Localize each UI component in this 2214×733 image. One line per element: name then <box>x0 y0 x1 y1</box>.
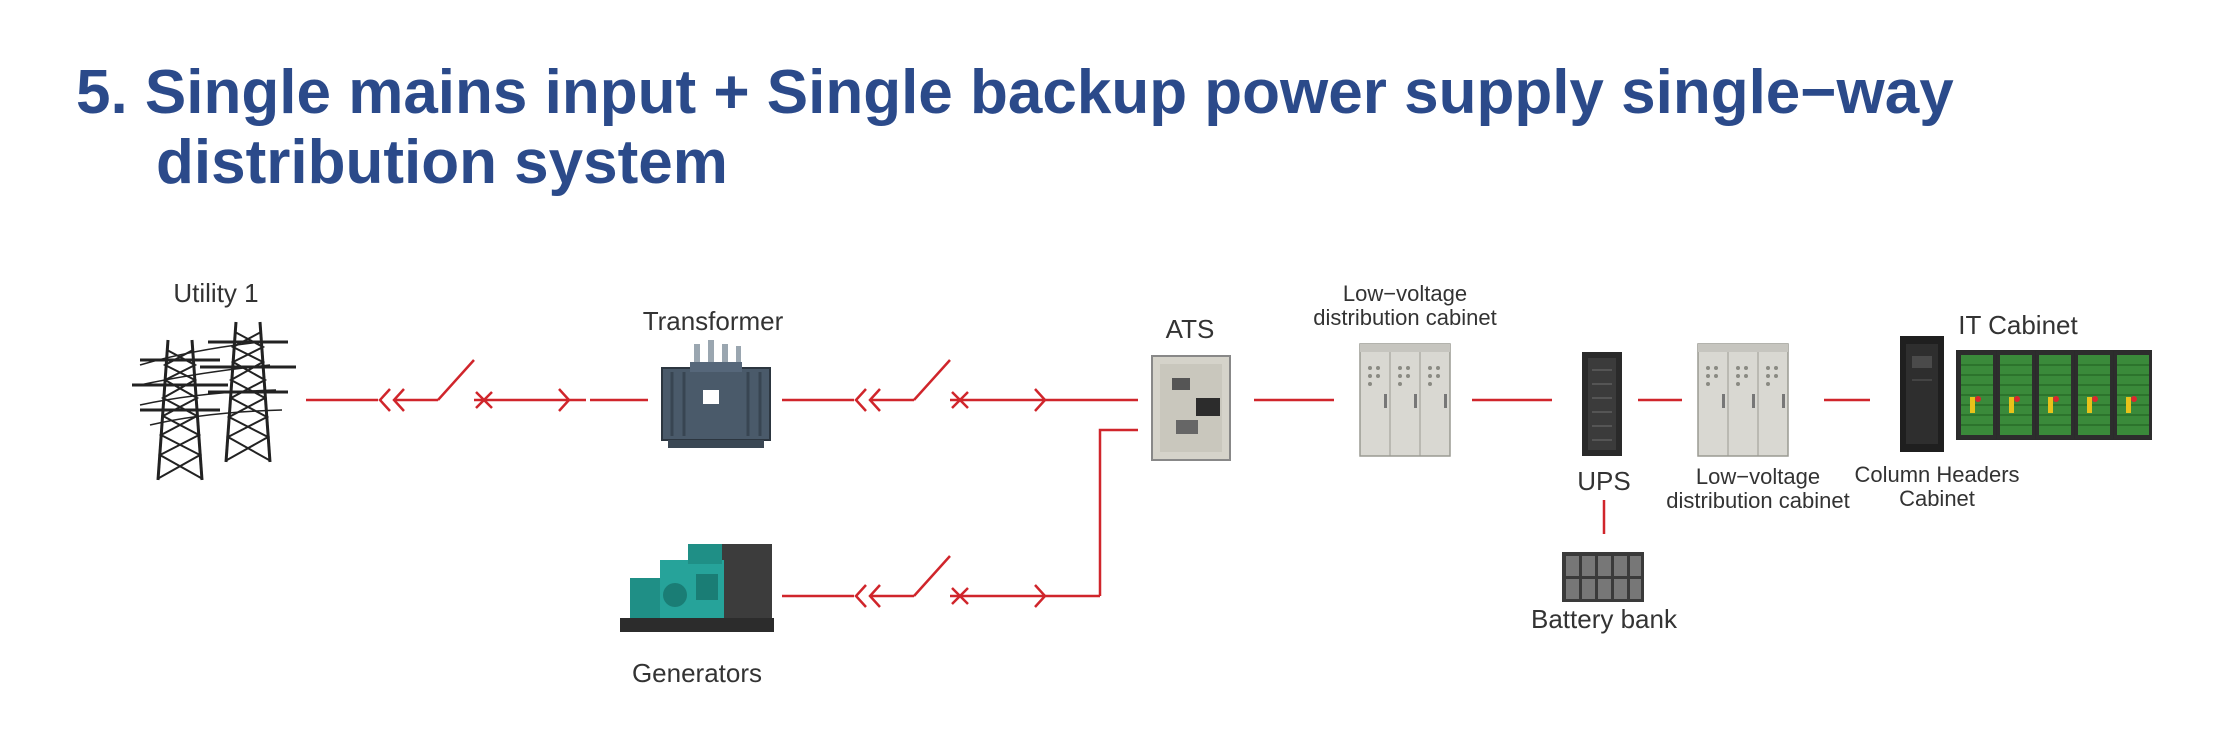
lv-cabinet-1-icon <box>1359 343 1451 457</box>
transformer-icon <box>661 340 771 448</box>
battery-bank-icon <box>1562 552 1644 602</box>
battery-bank-label: Battery bank <box>1531 604 1678 634</box>
title-line-1: 5. Single mains input + Single backup po… <box>76 58 1954 127</box>
lv-cabinet-2-label-line1: Low−voltage <box>1696 464 1820 489</box>
wiring <box>304 358 1870 609</box>
ups-icon <box>1582 352 1622 456</box>
column-headers-label-line1: Column Headers <box>1854 462 2019 487</box>
lv-cabinet-2-icon <box>1697 343 1789 457</box>
column-headers-label-line2: Cabinet <box>1899 486 1975 511</box>
column-headers-cabinet-icon <box>1900 336 1944 452</box>
transformer-switch-line <box>780 358 1064 413</box>
generator-to-ats-line <box>1098 428 1138 596</box>
lv-cabinet-1-label-line2: distribution cabinet <box>1313 305 1496 330</box>
title-line-2: distribution system <box>156 128 728 197</box>
lv-cabinet-2-label-line2: distribution cabinet <box>1666 488 1849 513</box>
generator-icon <box>620 544 774 632</box>
utility-switch-line <box>304 358 588 413</box>
page-title: 5. Single mains input + Single backup po… <box>76 58 2136 198</box>
utility-label: Utility 1 <box>173 278 258 308</box>
generators-label: Generators <box>632 658 762 688</box>
it-cabinet-label: IT Cabinet <box>1958 310 2078 340</box>
transmission-tower-icon <box>130 320 298 482</box>
ats-label: ATS <box>1166 314 1215 344</box>
lv-cabinet-1-label-line1: Low−voltage <box>1343 281 1467 306</box>
it-cabinet-icon <box>1956 350 2153 440</box>
ups-label: UPS <box>1577 466 1630 496</box>
generator-switch-line <box>780 554 1064 609</box>
transformer-label: Transformer <box>643 306 784 336</box>
ats-panel-icon <box>1151 355 1231 461</box>
